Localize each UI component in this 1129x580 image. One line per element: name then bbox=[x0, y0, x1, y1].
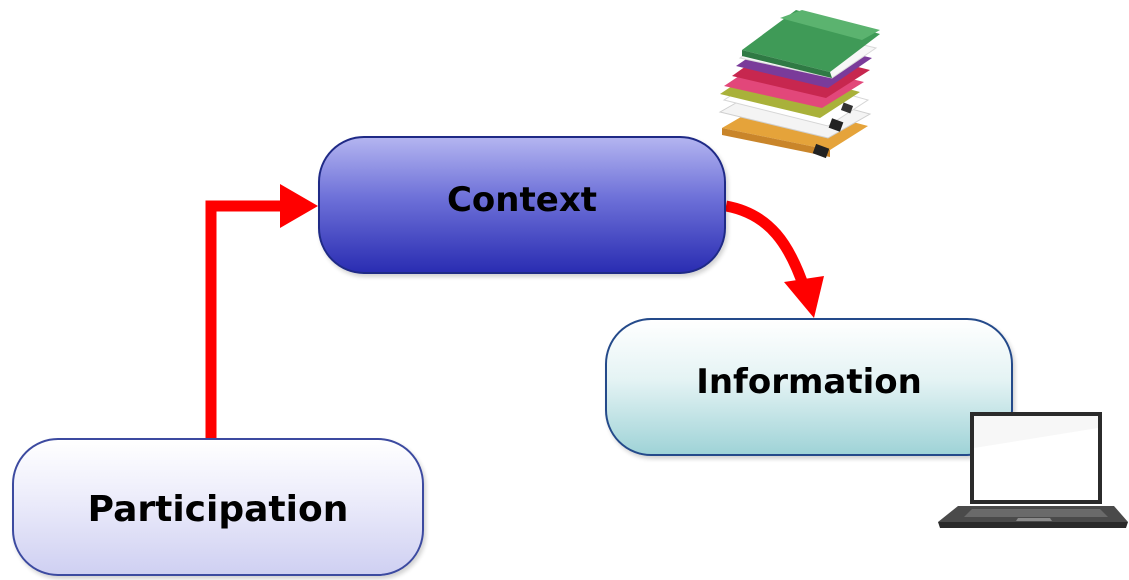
context-label: Context bbox=[446, 180, 597, 220]
participation-node: Participation bbox=[12, 438, 424, 576]
arrow-participation-to-context bbox=[205, 184, 318, 440]
laptop-icon bbox=[938, 412, 1128, 528]
arrow-context-to-information bbox=[724, 200, 824, 318]
participation-label: Participation bbox=[87, 488, 349, 530]
information-node: Information bbox=[605, 318, 1013, 456]
context-node: Context bbox=[318, 136, 726, 274]
information-label: Information bbox=[696, 362, 922, 402]
stack-of-folders-icon bbox=[718, 10, 880, 159]
